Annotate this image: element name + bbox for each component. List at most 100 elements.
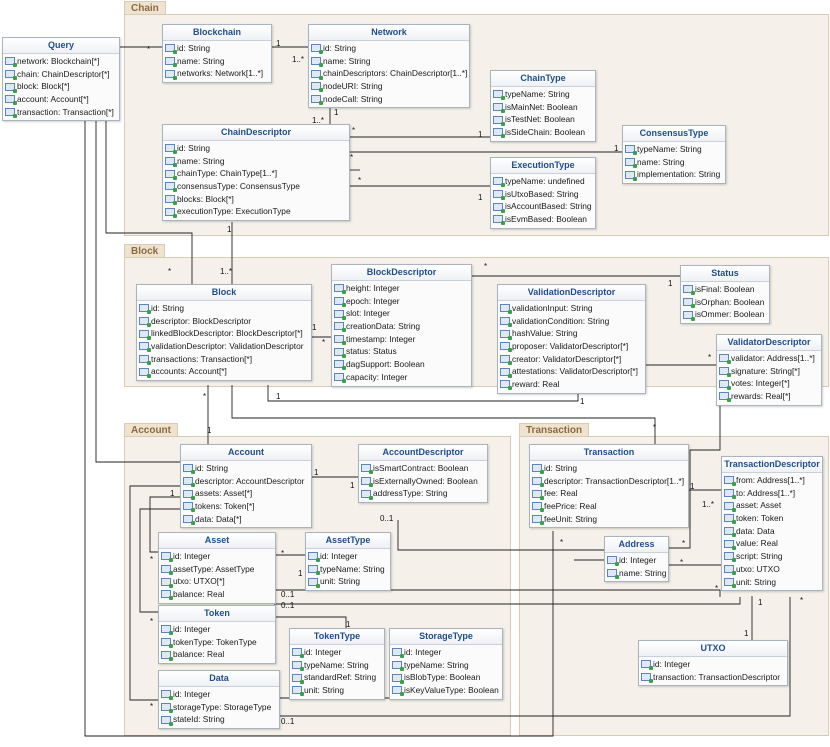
mult-label: * bbox=[484, 262, 488, 271]
attribute-text: script: String bbox=[736, 551, 783, 562]
attribute-text: isAccountBased: String bbox=[505, 201, 592, 212]
attribute-text: nodeCall: String bbox=[323, 93, 383, 104]
attribute-text: id: String bbox=[151, 303, 185, 313]
attribute-text: proposer: ValidatorDescriptor[*] bbox=[512, 341, 629, 352]
attribute-row: rewards: Real[*] bbox=[717, 390, 821, 403]
attribute-icon bbox=[311, 57, 323, 68]
attribute-text: isEvmBased: Boolean bbox=[505, 214, 587, 225]
mult-label: 1..* bbox=[292, 55, 305, 64]
attribute-row: value: Real bbox=[722, 537, 822, 550]
attribute-icon bbox=[607, 556, 619, 567]
attribute-row: unit: String bbox=[290, 684, 384, 697]
attribute-text: id: String bbox=[544, 463, 578, 473]
mult-label: 1 bbox=[314, 468, 319, 477]
class-name: Asset bbox=[159, 533, 275, 549]
attribute-row: descriptor: AccountDescriptor bbox=[181, 475, 311, 488]
attribute-row: validationDescriptor: ValidationDescript… bbox=[137, 340, 311, 353]
attribute-row: feePrice: Real bbox=[530, 500, 688, 513]
attribute-icon bbox=[500, 304, 512, 315]
attribute-text: id: String bbox=[177, 43, 211, 53]
attribute-icon bbox=[500, 355, 512, 366]
attribute-row: epoch: Integer bbox=[332, 295, 471, 308]
class-name: Query bbox=[3, 38, 119, 54]
attribute-text: balance: Real bbox=[173, 589, 225, 600]
attribute-text: reward: Real bbox=[512, 379, 560, 390]
attribute-row: block: Block[*] bbox=[3, 80, 119, 93]
attribute-text: id: Integer bbox=[653, 659, 691, 669]
attribute-icon bbox=[392, 686, 404, 697]
attribute-text: isUtxoBased: String bbox=[505, 188, 579, 199]
attribute-icon bbox=[493, 190, 505, 201]
attribute-icon bbox=[139, 355, 151, 366]
mult-label: * bbox=[147, 45, 151, 54]
attribute-text: descriptor: TransactionDescriptor[1..*] bbox=[544, 475, 685, 486]
attribute-icon bbox=[719, 367, 731, 378]
attribute-row: validator: Address[1..*] bbox=[717, 352, 821, 365]
attribute-row: signature: String[*] bbox=[717, 365, 821, 378]
attribute-text: networks: Network[1..*] bbox=[177, 68, 264, 79]
attribute-text: typeName: String bbox=[505, 89, 570, 99]
attribute-row: typeName: undefined bbox=[491, 175, 595, 188]
attribute-row: isExternallyOwned: Boolean bbox=[359, 475, 487, 488]
attribute-text: typeName: String bbox=[304, 659, 369, 670]
attribute-text: isOrphan: Boolean bbox=[695, 296, 765, 307]
attribute-row: fee: Real bbox=[530, 487, 688, 500]
class-name: StorageType bbox=[390, 629, 502, 645]
attribute-icon bbox=[361, 489, 373, 500]
attribute-list: validator: Address[1..*]signature: Strin… bbox=[717, 351, 821, 405]
attribute-icon bbox=[532, 477, 544, 488]
attribute-text: height: Integer bbox=[346, 283, 400, 293]
class-block[interactable]: Block id: String descriptor: BlockDescript… bbox=[136, 284, 312, 382]
mult-label: 1 bbox=[170, 489, 175, 498]
class-name: ValidationDescriptor bbox=[498, 285, 645, 301]
attribute-text: transaction: Transaction[*] bbox=[17, 106, 114, 117]
class-name: Block bbox=[137, 285, 311, 301]
attribute-row: name: String bbox=[309, 55, 469, 68]
attribute-icon bbox=[361, 464, 373, 475]
attribute-icon bbox=[532, 489, 544, 500]
class-name: AccountDescriptor bbox=[359, 445, 487, 461]
attribute-row: from: Address[1..*] bbox=[722, 474, 822, 487]
attribute-icon bbox=[5, 95, 17, 106]
mult-label: 0..1 bbox=[281, 717, 295, 726]
attribute-icon bbox=[161, 565, 173, 576]
attribute-text: nodeURI: String bbox=[323, 81, 383, 92]
attribute-row: isFinal: Boolean bbox=[681, 283, 769, 296]
attribute-icon bbox=[139, 317, 151, 328]
attribute-icon bbox=[607, 569, 619, 580]
package-tab-account: Account bbox=[124, 423, 178, 437]
attribute-icon bbox=[334, 335, 346, 346]
attribute-row: transaction: TransactionDescriptor bbox=[639, 671, 787, 684]
attribute-icon bbox=[292, 686, 304, 697]
attribute-row: descriptor: BlockDescriptor bbox=[137, 315, 311, 328]
attribute-text: rewards: Real[*] bbox=[731, 391, 791, 402]
attribute-icon bbox=[500, 367, 512, 378]
mult-label: 1 bbox=[276, 39, 281, 48]
attribute-text: id: Integer bbox=[173, 689, 211, 699]
